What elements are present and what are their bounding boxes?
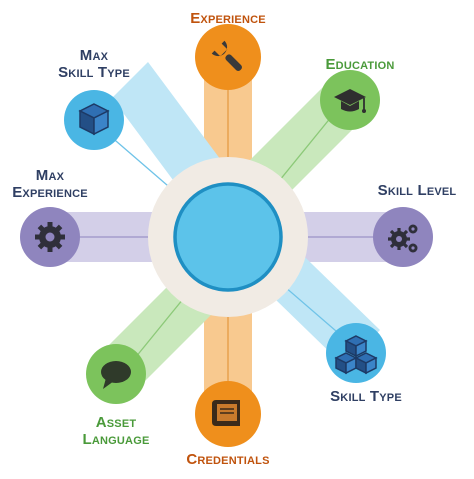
- gear-icon: [35, 222, 65, 252]
- node-asset-language: [86, 344, 146, 404]
- gears-icon: [388, 224, 418, 253]
- label-asset-language: Asset Language: [82, 414, 150, 448]
- node-max-skill-type: [64, 90, 124, 150]
- node-skill-level: [373, 207, 433, 267]
- cube-icon: [78, 103, 110, 136]
- node-education: [320, 70, 380, 130]
- label-credentials: Credentials: [186, 451, 270, 468]
- wrench-icon: [211, 40, 242, 71]
- node-skill-type: [326, 323, 386, 383]
- label-skill-level: Skill Level: [377, 182, 457, 199]
- label-skill-type: Skill Type: [330, 388, 402, 405]
- label-max-experience: Max Experience: [12, 167, 88, 201]
- cubes-icon: [334, 335, 378, 375]
- graduation-cap-icon: [334, 89, 366, 113]
- label-max-skill-type: Max Skill Type: [58, 47, 130, 81]
- speech-bubble-icon: [101, 361, 131, 389]
- node-max-experience: [20, 207, 80, 267]
- node-experience: [195, 24, 261, 90]
- hub-core: [173, 182, 283, 292]
- hub: [148, 157, 308, 317]
- node-credentials: [195, 381, 261, 447]
- book-icon: [212, 400, 240, 426]
- label-experience: Experience: [190, 10, 266, 27]
- label-education: Education: [325, 56, 395, 73]
